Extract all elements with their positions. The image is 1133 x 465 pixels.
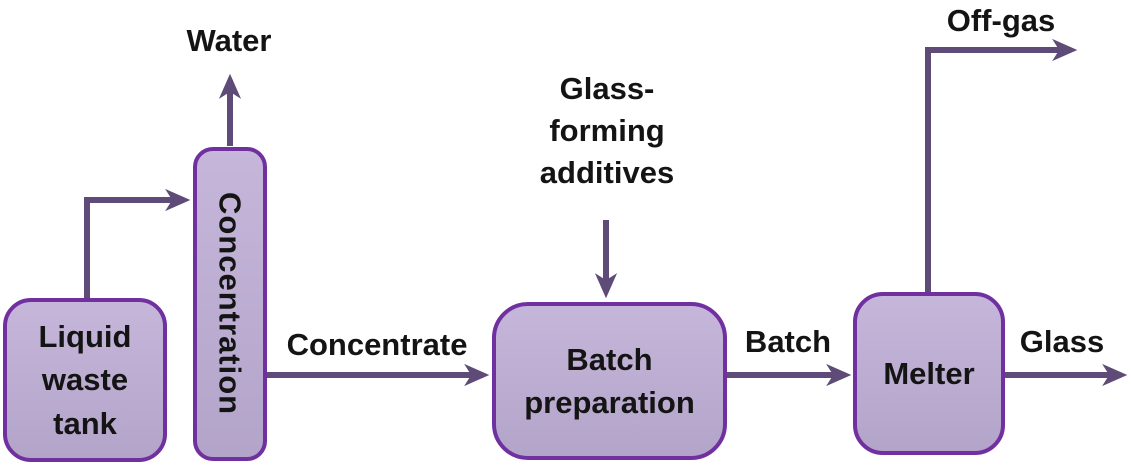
flow-label-off-gas: Off-gas	[946, 3, 1056, 38]
node-concentration: Concentration	[193, 147, 267, 461]
flow-label-batch: Batch	[744, 324, 832, 359]
flow-label-concentrate: Concentrate	[286, 327, 468, 362]
node-concentration-label: Concentration	[212, 192, 248, 416]
tank-to-concentration-arrow	[84, 188, 191, 299]
off-gas-arrow	[925, 38, 1078, 292]
flow-label-water: Water	[186, 23, 272, 58]
flow-label-glass-forming-additives: Glass-forming additives	[539, 71, 675, 190]
node-liquid-waste-tank-label: Liquid waste tank	[38, 318, 132, 441]
node-liquid-waste-tank: Liquid waste tank	[3, 298, 167, 462]
node-batch-preparation-label: Batch preparation	[524, 341, 695, 420]
node-melter-label: Melter	[883, 355, 975, 391]
flow-label-glass: Glass	[1019, 324, 1105, 359]
node-batch-preparation: Batch preparation	[492, 302, 727, 460]
node-melter: Melter	[853, 292, 1005, 455]
